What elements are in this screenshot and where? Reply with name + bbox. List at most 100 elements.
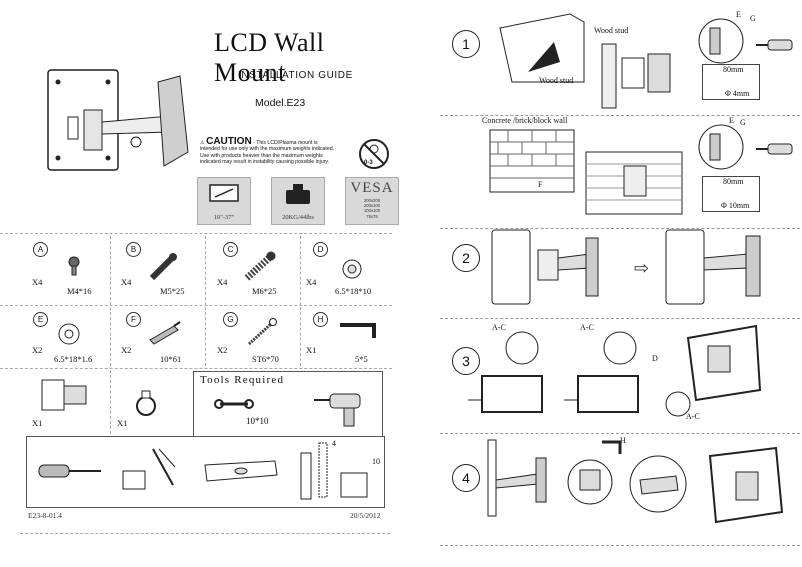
step-number-1: 1 <box>452 30 480 58</box>
callout-letter: G <box>740 118 746 127</box>
tilt-adjust-detail <box>629 455 687 513</box>
document-date: 20/5/2012 <box>350 511 381 520</box>
step-number-2: 2 <box>452 244 480 272</box>
drill-icon <box>756 39 793 51</box>
screw-m5-icon <box>149 253 177 281</box>
caution-line-3: Use with products heavier than the maxim… <box>200 152 323 159</box>
bracket-assembly-complete <box>665 229 761 305</box>
step-number-3: 3 <box>452 347 480 375</box>
depth-diagram-concrete: 80mm Φ 10mm <box>702 176 760 212</box>
tv-mounted-final <box>708 446 784 524</box>
part-letter-c: C <box>223 242 238 257</box>
drill-bits-icon <box>300 442 368 500</box>
caution-notice: ⚠ CAUTION - This LCD/Plasma mount is int… <box>200 137 360 165</box>
part-qty: X1 <box>32 418 43 428</box>
left-page: LCD Wall Mount INSTALLATION GUIDE Model.… <box>0 0 400 567</box>
divider <box>0 368 392 369</box>
spacer-label: D <box>652 354 658 363</box>
diameter-label: Φ 10mm <box>721 201 750 210</box>
part-size: M5*25 <box>160 286 185 296</box>
part-letter-f: F <box>126 312 141 327</box>
part-qty: X4 <box>121 277 132 287</box>
adapter-plate-icon <box>41 379 87 411</box>
detail-callout-brick <box>698 124 744 170</box>
tools-required-box: Tools Required 10*10 <box>193 371 383 437</box>
hex-key-tightening-detail <box>567 440 622 505</box>
drill-icon <box>756 143 793 155</box>
caution-line-2: intended for use only with the maximum w… <box>200 146 335 153</box>
caution-line-1: - This LCD/Plasma mount is <box>251 140 318 146</box>
bracket-assembly-exploded <box>491 229 599 305</box>
vesa-size: 100x100 <box>363 208 381 214</box>
part-size: 5*5 <box>355 354 368 364</box>
part-size: M4*16 <box>67 286 92 296</box>
tv-back-detail-1 <box>468 331 543 413</box>
part-size: ST6*70 <box>252 354 279 364</box>
drill-bit-label: 4 <box>332 439 336 448</box>
part-qty: X2 <box>32 345 43 355</box>
wall-arm-side-view <box>487 439 547 517</box>
wall-mount-illustration <box>47 69 189 171</box>
part-letter-a: A <box>33 242 48 257</box>
part-size: 10*61 <box>160 354 182 364</box>
vesa-size: 200x200 <box>363 198 381 203</box>
tv-back-detail-2 <box>564 331 639 413</box>
document-subtitle: INSTALLATION GUIDE <box>238 70 353 81</box>
wall-anchor-icon <box>149 321 181 345</box>
screw-m6-icon <box>244 251 276 281</box>
screen-size-spec: 10"-37" <box>197 177 251 225</box>
screw-label: A-C <box>492 323 506 332</box>
no-children-label: 0-3 <box>364 160 373 166</box>
part-letter-b: B <box>126 242 141 257</box>
wrench-icon <box>214 399 254 409</box>
divider <box>440 115 800 117</box>
depth-diagram-wood: 80mm Φ 4mm <box>702 64 760 100</box>
screw-m4-icon <box>68 256 80 276</box>
callout-letter: E <box>729 116 734 125</box>
callout-letter: G <box>750 14 756 23</box>
wood-stud-label: Wood stud <box>594 26 629 35</box>
divider <box>0 305 392 306</box>
model-number: Model.E23 <box>255 97 306 109</box>
weight-icon <box>286 184 310 204</box>
wrench-size: 10*10 <box>246 416 269 426</box>
vesa-sizes: 200x200 200x100 100x100 75x75 <box>346 198 398 219</box>
document-code: E23-8-01.4 <box>28 511 62 520</box>
tv-with-bracket <box>665 324 762 417</box>
arrow-icon: ⇨ <box>634 258 650 278</box>
cable-ring-icon <box>136 390 156 416</box>
part-letter-h: H <box>313 312 328 327</box>
part-qty: X4 <box>32 277 43 287</box>
depth-label: 80mm <box>723 65 744 74</box>
part-letter-g: G <box>223 312 238 327</box>
weight-spec: 20KG/44lbs <box>271 177 325 225</box>
detail-callout-wood <box>698 18 744 64</box>
brick-wall-illustration <box>489 129 575 193</box>
part-size: 6.5*18*1.6 <box>54 354 93 364</box>
divider <box>440 318 800 320</box>
divider <box>205 236 206 366</box>
callout-letter: E <box>736 10 741 19</box>
depth-label: 80mm <box>723 177 744 186</box>
hex-key-label: H <box>620 436 626 445</box>
lag-bolt-icon <box>247 318 277 346</box>
no-children-icon <box>359 139 389 169</box>
part-letter-d: D <box>313 242 328 257</box>
level-icon <box>204 460 278 482</box>
part-qty: X1 <box>306 345 317 355</box>
additional-tools-box: 4 10 <box>26 436 385 508</box>
part-qty: X4 <box>217 277 228 287</box>
screen-icon <box>209 184 239 202</box>
vesa-spec: VESA 200x200 200x100 100x100 75x75 <box>345 177 399 225</box>
tools-required-title: Tools Required <box>200 374 285 386</box>
divider <box>110 370 111 434</box>
vesa-size: 75x75 <box>366 213 378 219</box>
divider <box>440 545 800 547</box>
divider <box>440 433 800 435</box>
part-qty: X1 <box>117 418 128 428</box>
power-drill-icon <box>314 393 361 427</box>
step-number-4: 4 <box>452 464 480 492</box>
mounted-bracket-brick <box>585 151 683 215</box>
divider <box>440 228 800 230</box>
screwdriver-icon <box>38 464 101 478</box>
